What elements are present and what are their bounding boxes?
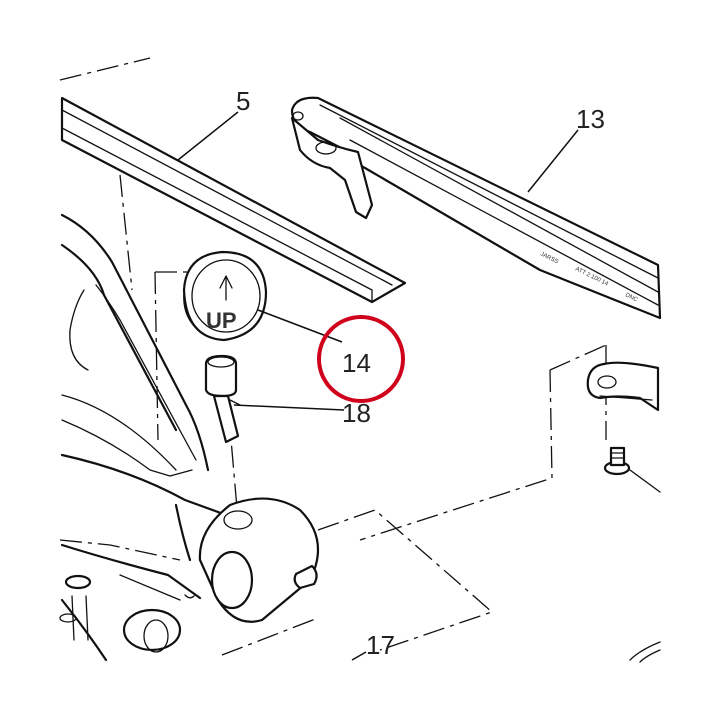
callout-14: 14 bbox=[342, 348, 371, 378]
small-screw-right bbox=[603, 446, 661, 493]
highlight-circle-14 bbox=[317, 315, 405, 403]
assembly-dash-lines bbox=[59, 57, 607, 656]
part-5-flat-bar bbox=[60, 96, 407, 304]
part-14-up-cap: UP bbox=[182, 250, 268, 342]
part-18-bolt bbox=[204, 354, 241, 444]
leader-lines bbox=[177, 111, 579, 661]
cap-up-label: UP bbox=[206, 308, 237, 333]
callout-13: 13 bbox=[576, 104, 605, 134]
arm-assembly bbox=[59, 213, 661, 663]
part-13-rail: JARSS ATT 2 100 14 DNC bbox=[290, 96, 662, 320]
callout-18: 18 bbox=[342, 398, 371, 428]
svg-text:DNC: DNC bbox=[624, 292, 639, 303]
callout-17: 17 bbox=[366, 630, 395, 660]
callout-5: 5 bbox=[236, 86, 250, 116]
right-bracket-part bbox=[586, 361, 660, 412]
